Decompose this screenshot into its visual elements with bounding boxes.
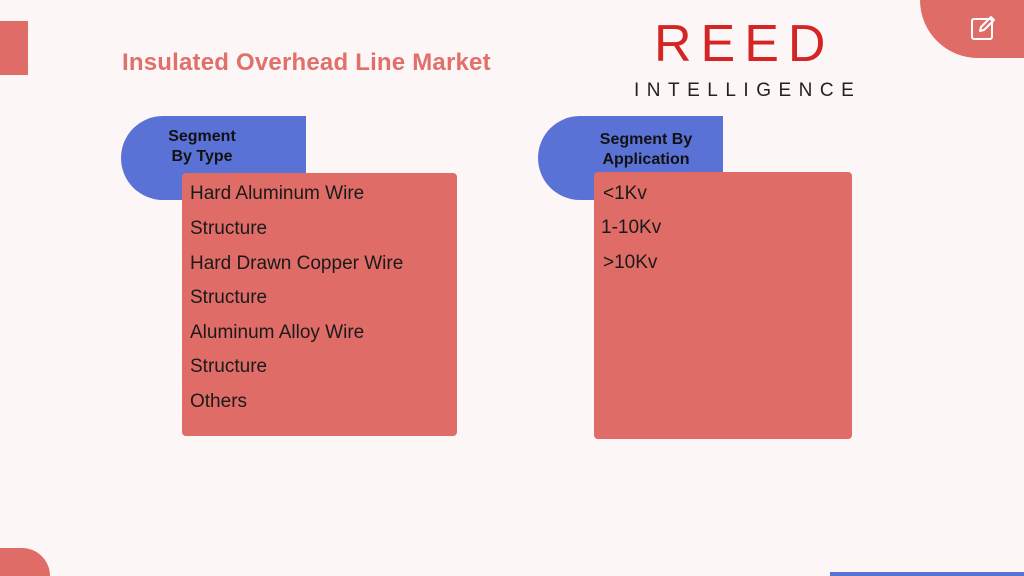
list-item: Structure — [190, 218, 268, 239]
bottom-left-corner-shape — [0, 548, 50, 576]
bottom-accent-bar — [830, 572, 1024, 576]
list-item: Structure — [190, 287, 268, 308]
list-item: Structure — [190, 356, 268, 377]
list-item: Others — [190, 391, 248, 412]
segment-application-heading: Segment By Application — [599, 131, 693, 168]
list-item: Hard Aluminum Wire — [190, 183, 365, 204]
list-item: Hard Drawn Copper Wire — [190, 253, 404, 274]
segment-type-panel: Hard Aluminum Wire Structure Hard Drawn … — [182, 173, 457, 436]
list-item: Aluminum Alloy Wire — [190, 322, 365, 343]
list-item: 1-10Kv — [601, 217, 662, 238]
logo-sub-text: INTELLIGENCE — [634, 80, 862, 101]
left-accent-bar — [0, 21, 28, 75]
page-title: Insulated Overhead Line Market — [122, 49, 491, 76]
logo-main-text: REED — [654, 15, 835, 73]
list-item: >10Kv — [603, 252, 658, 273]
edit-icon[interactable] — [969, 14, 997, 42]
segment-type-heading: Segment By Type — [168, 128, 236, 165]
segment-application-panel: <1Kv 1-10Kv >10Kv — [594, 172, 852, 439]
list-item: <1Kv — [603, 183, 647, 204]
